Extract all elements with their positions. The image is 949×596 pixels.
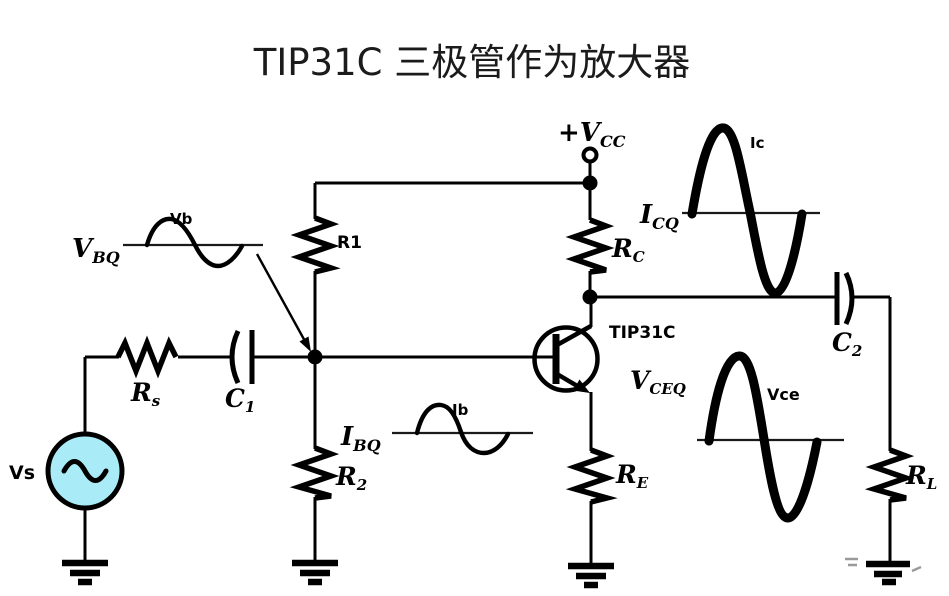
resistor-rs-zigzag	[115, 335, 179, 379]
resistor-r1: R1	[290, 215, 362, 275]
vceq-label: VCEQ	[630, 366, 686, 398]
page-title: TIP31C 三极管作为放大器	[253, 41, 691, 84]
capacitor-c2-label: C2	[832, 328, 862, 360]
ground-icon-r2	[292, 559, 338, 586]
wires	[83, 161, 892, 564]
watermark-artifact	[845, 557, 922, 573]
vs-source: Vs	[9, 431, 125, 511]
capacitor-c1-curved-plate	[229, 329, 241, 385]
resistor-r2: R2	[289, 445, 367, 501]
resistor-r1-zigzag	[290, 215, 341, 275]
resistor-rl-label: RL	[905, 461, 937, 493]
vce-waveform: Vce	[697, 351, 844, 523]
vce-sine	[704, 351, 822, 523]
artifact-mark	[911, 565, 922, 573]
transistor-label: TIP31C	[609, 323, 676, 343]
capacitor-c1: C1	[225, 329, 255, 416]
ground-icon-re	[568, 562, 614, 589]
pointer-arrow-icon	[299, 336, 311, 352]
ib-sine	[414, 402, 511, 456]
resistor-rs: Rs	[115, 335, 179, 410]
junction-dot-base	[307, 349, 323, 365]
capacitor-c2-curved-plate	[843, 271, 855, 326]
resistor-r2-label: R2	[335, 462, 367, 494]
resistor-rl-zigzag	[864, 447, 915, 503]
transistor-tip31c: TIP31C VCEQ	[532, 323, 686, 398]
capacitor-c1-label: C1	[225, 384, 255, 416]
ground-icon-vs	[62, 559, 108, 586]
resistor-re: RE	[565, 447, 649, 505]
sine-icon	[61, 459, 109, 483]
resistor-r1-label: R1	[337, 233, 362, 253]
ib-waveform: IBQ Ib	[340, 401, 533, 456]
icq-label: ICQ	[639, 200, 679, 233]
artifact-mark	[845, 557, 858, 567]
resistor-re-zigzag	[565, 447, 618, 505]
ic-sine	[687, 123, 807, 298]
junction-dot-vcc	[582, 175, 598, 191]
pointer-arrow-line	[255, 253, 308, 344]
resistor-rc-label: RC	[611, 234, 645, 266]
vcc-label: +VCC	[558, 118, 626, 151]
emitter-arrow-icon	[573, 379, 590, 393]
vcc-terminal: +VCC	[558, 118, 626, 164]
vb-wave-label: Vb	[170, 210, 193, 228]
vb-sine	[144, 216, 245, 269]
resistor-rc: RC	[565, 217, 645, 275]
vbq-label: VBQ	[72, 234, 120, 267]
ic-wave-label: Ic	[750, 134, 764, 152]
vce-wave-label: Vce	[767, 385, 800, 404]
junction-dot-collector	[582, 289, 598, 305]
ib-wave-label: Ib	[452, 401, 469, 419]
vb-waveform: VBQ Vb	[72, 210, 311, 352]
ground-icon-rl	[866, 560, 910, 586]
ic-waveform: ICQ Ic	[639, 123, 820, 298]
resistor-rl: RL	[864, 447, 937, 503]
resistor-r2-zigzag	[289, 445, 340, 501]
resistor-rs-label: Rs	[130, 378, 161, 410]
transistor-collector-lead	[555, 324, 593, 347]
resistor-rc-zigzag	[565, 217, 615, 275]
resistor-re-label: RE	[615, 460, 649, 492]
vs-source-label: Vs	[9, 462, 35, 484]
ibq-label: IBQ	[340, 422, 381, 455]
capacitor-c2: C2	[832, 271, 862, 360]
transistor-circle	[532, 325, 600, 393]
vcc-terminal-icon	[581, 146, 599, 164]
